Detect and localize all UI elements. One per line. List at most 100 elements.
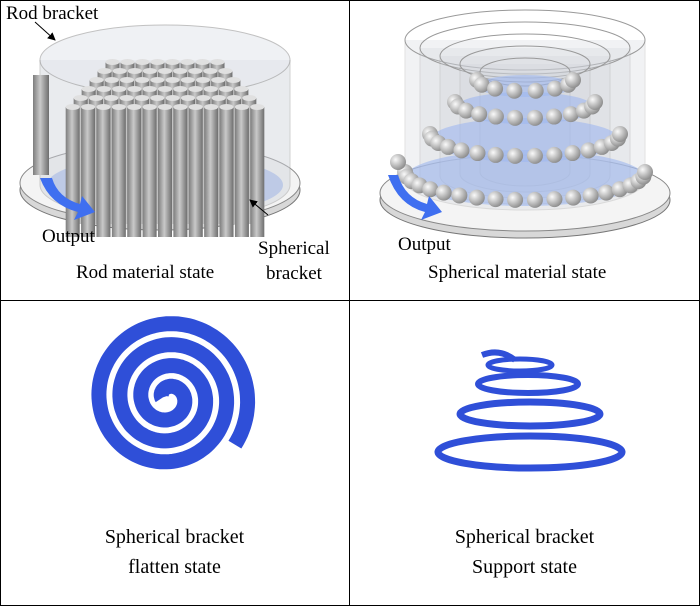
sphere-ball [469, 145, 486, 162]
sphere-ball [582, 187, 599, 204]
flattened-spiral-bracket [91, 316, 256, 470]
cylinder-rim [419, 21, 631, 75]
rod-top [211, 77, 226, 83]
rod-top [188, 86, 203, 92]
sphere-ball [546, 191, 563, 208]
rod-top [96, 104, 111, 110]
rod-top [127, 86, 142, 92]
sphere-ball [546, 80, 563, 97]
sphere-ball [598, 184, 615, 201]
rod-top [165, 59, 180, 65]
sphere-ball [507, 109, 524, 126]
output-label-rod: Output [42, 226, 95, 247]
rod-top [135, 77, 150, 83]
rod-top [188, 104, 203, 110]
rod-top [135, 59, 150, 65]
flatten-caption-1: Spherical bracket [104, 526, 245, 548]
spherical-bracket-pointer [249, 199, 269, 216]
rod-top [250, 104, 265, 110]
rod-top [242, 95, 257, 101]
output-arrow-icon [388, 175, 442, 220]
horizontal-divider [0, 300, 700, 301]
rod-top [196, 77, 210, 83]
rod-top [188, 68, 203, 74]
sphere-ball [487, 191, 504, 208]
sphere-ball [506, 82, 523, 99]
sphere-ball [473, 76, 490, 93]
rod-top [89, 77, 104, 83]
rod-top [219, 86, 234, 92]
rod-top [196, 95, 211, 101]
sphere-ball [453, 142, 470, 159]
helix-coil [456, 398, 604, 430]
sphere-ball [580, 142, 597, 159]
rod-top [81, 86, 96, 92]
sphere-ball [468, 189, 485, 206]
rod-top [81, 104, 96, 110]
sphere-ball [487, 80, 504, 97]
rod-top [158, 104, 172, 110]
flatten-caption-2: flatten state [128, 556, 221, 578]
rod [188, 107, 203, 237]
rod-top [165, 77, 180, 83]
rod-top [210, 59, 225, 65]
rod-top [158, 86, 172, 92]
rod-top [120, 59, 135, 65]
sphere-ball [527, 82, 544, 99]
rod [33, 75, 49, 175]
support-caption-2: Support state [472, 556, 577, 578]
rod-top [119, 95, 134, 101]
sphere-ball [435, 184, 452, 201]
rod-top [150, 95, 165, 101]
sphere-ball [565, 72, 581, 88]
sphere-ball [546, 146, 563, 163]
rod-top [97, 68, 112, 74]
rod-top [73, 95, 88, 101]
sphere-ball [440, 138, 457, 155]
rod-top [104, 77, 119, 83]
rod-top [165, 95, 180, 101]
output-label-sphere: Output [398, 234, 451, 255]
rod-bracket-label: Rod bracket [6, 3, 99, 24]
sphere-ball [471, 106, 488, 123]
cylinder-rim [404, 9, 646, 71]
rod-top [112, 68, 127, 74]
rod [96, 107, 111, 237]
sphere-ball [458, 102, 475, 119]
rod-bracket-pointer [34, 21, 56, 41]
rod-top [234, 86, 249, 92]
sphere-ball [487, 146, 504, 163]
rod [142, 107, 157, 237]
rod-top [195, 59, 210, 65]
sphere-ball [507, 191, 524, 208]
spherical-bracket-label-1: Spherical [258, 238, 330, 259]
rod [204, 107, 219, 237]
rod-top [203, 86, 218, 92]
rod [111, 107, 126, 237]
sphere-ball [564, 145, 581, 162]
sphere-ball [451, 187, 468, 204]
rod-top [181, 95, 195, 101]
rod-top [150, 77, 165, 83]
rod [234, 107, 249, 237]
rod-top [173, 68, 188, 74]
sphere-ball [526, 109, 543, 126]
rod [158, 107, 172, 237]
rod-top [127, 104, 142, 110]
spherical-bracket-label-2: bracket [266, 263, 322, 284]
rod-top [226, 77, 241, 83]
sphere-ball [487, 108, 504, 125]
rod-top [111, 104, 126, 110]
rod [173, 107, 188, 237]
rod-top [180, 77, 195, 83]
sphere-ball [526, 191, 543, 208]
rod-top [204, 104, 219, 110]
sphere-ball [587, 94, 603, 110]
rod-top [112, 86, 127, 92]
helix-top-end [480, 349, 517, 363]
rod-top [234, 104, 249, 110]
sphere-ball [422, 181, 439, 198]
rod-top [127, 68, 142, 74]
